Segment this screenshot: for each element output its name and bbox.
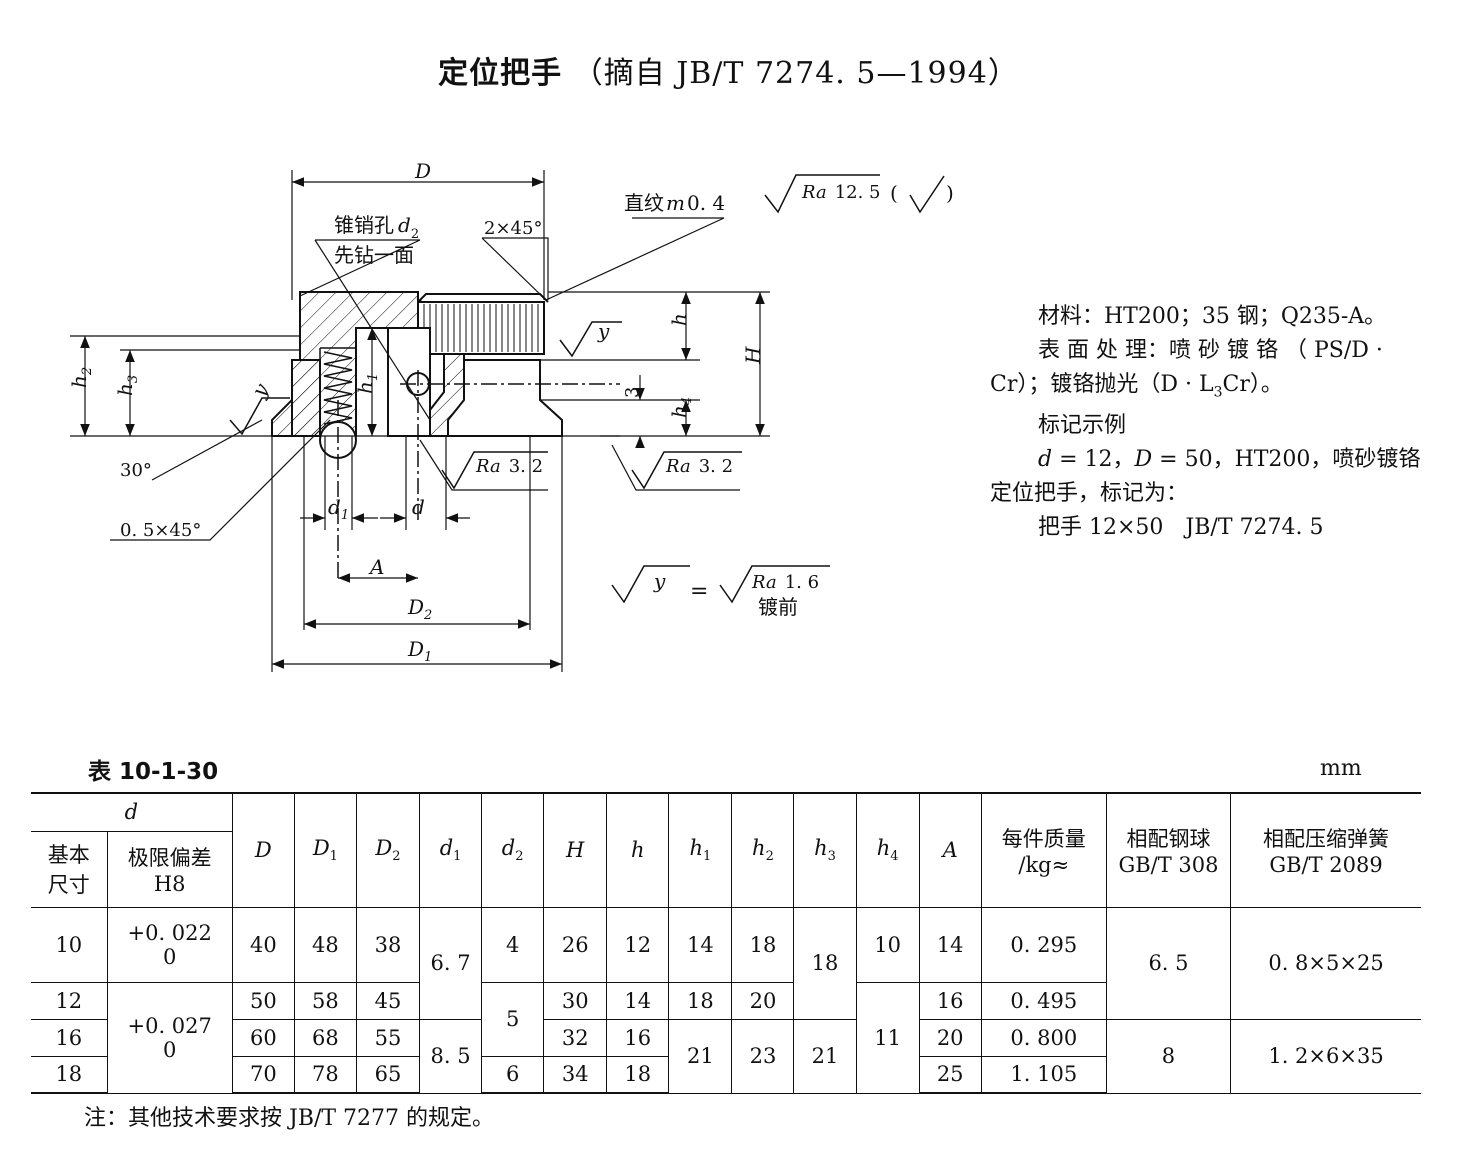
spring bbox=[319, 347, 357, 436]
footnote: 注：其他技术要求按 JB/T 7277 的规定。 bbox=[84, 1106, 495, 1131]
label-chamfer-top: 2×45° bbox=[484, 218, 542, 239]
label-ra-general-paren-open: ( bbox=[890, 181, 898, 205]
th-D: D bbox=[231, 792, 295, 908]
label-chamfer-bottom: 0. 5×45° bbox=[120, 520, 201, 541]
th-mass: 每件质量/kg≈ bbox=[980, 792, 1107, 908]
label-y-right: y bbox=[597, 319, 610, 343]
note-example-2: 定位把手，标记为： bbox=[990, 481, 1189, 507]
table-caption: 表 10-1-30 bbox=[88, 759, 219, 785]
th-h1: h1 bbox=[668, 792, 733, 908]
label-three: 3 bbox=[622, 387, 643, 398]
label-before-plating: 镀前 bbox=[758, 595, 798, 619]
label-D1: D1 bbox=[407, 637, 432, 665]
table-row: 16 60 68 55 8. 5 32 16 21 23 21 20 0. 80… bbox=[31, 1018, 1421, 1094]
technical-notes: 材料：HT200；35 钢；Q235-A。 表 面 处 理：喷 砂 镀 铬 （ … bbox=[990, 300, 1430, 545]
th-h4: h4 bbox=[855, 792, 920, 908]
label-equals: = bbox=[690, 579, 708, 604]
th-d: d bbox=[31, 792, 233, 832]
label-ra-general-paren-close: ) bbox=[946, 181, 954, 205]
label-D: D bbox=[414, 159, 431, 183]
title-main: 定位把手 bbox=[438, 56, 563, 91]
page-title: 定位把手 （摘自 JB/T 7274. 5—1994） bbox=[0, 48, 1457, 92]
th-d2: d2 bbox=[481, 792, 545, 908]
label-A: A bbox=[368, 555, 384, 579]
th-basic-size: 基本尺寸 bbox=[31, 830, 108, 908]
label-h2: h2 bbox=[67, 367, 95, 388]
th-D1: D1 bbox=[293, 792, 357, 908]
note-material: 材料：HT200；35 钢；Q235-A。 bbox=[1038, 304, 1387, 329]
table-row: 18 70 78 65 6 34 18 25 1. 105 bbox=[31, 1055, 1421, 1094]
label-angle30: 30° bbox=[120, 460, 152, 481]
th-h: h bbox=[606, 792, 670, 908]
label-h4: h4 bbox=[667, 397, 695, 418]
label-d1: d1 bbox=[328, 495, 349, 523]
label-D2: D2 bbox=[407, 595, 432, 623]
table-unit: mm bbox=[1320, 756, 1362, 781]
label-y-legend: y bbox=[653, 569, 666, 593]
th-h2: h2 bbox=[731, 792, 795, 908]
label-h: h bbox=[667, 313, 691, 326]
note-example-3: 把手 12×50 JB/T 7274. 5 bbox=[1038, 515, 1324, 541]
th-h3: h3 bbox=[793, 792, 857, 908]
pin-hole bbox=[337, 327, 620, 580]
dimension-table: d D D1 D2 d1 d2 H h h1 h2 h3 h4 A 每件质量/k… bbox=[31, 792, 1421, 1094]
label-h1: h1 bbox=[353, 373, 381, 394]
roughness-symbols bbox=[229, 174, 945, 604]
note-surface-2: Cr）；镀铬抛光（D · L3Cr）。 bbox=[990, 372, 1283, 401]
label-H: H bbox=[741, 346, 765, 365]
th-D2: D2 bbox=[355, 792, 421, 908]
label-h3: h3 bbox=[113, 375, 141, 396]
label-drill-one-side: 先钻一面 bbox=[334, 243, 414, 267]
note-marking-title: 标记示例 bbox=[1038, 413, 1127, 439]
note-surface-1: 表 面 处 理：喷 砂 镀 铬 （ PS/D · bbox=[1038, 338, 1383, 363]
title-source: （摘自 JB/T 7274. 5—1994） bbox=[572, 56, 1019, 91]
th-A: A bbox=[918, 792, 982, 908]
note-example-1: d = 12，D = 50，HT200，喷砂镀铬 bbox=[1038, 447, 1421, 473]
label-d: d bbox=[412, 495, 425, 519]
th-H: H bbox=[543, 792, 608, 908]
th-d1: d1 bbox=[419, 792, 483, 908]
